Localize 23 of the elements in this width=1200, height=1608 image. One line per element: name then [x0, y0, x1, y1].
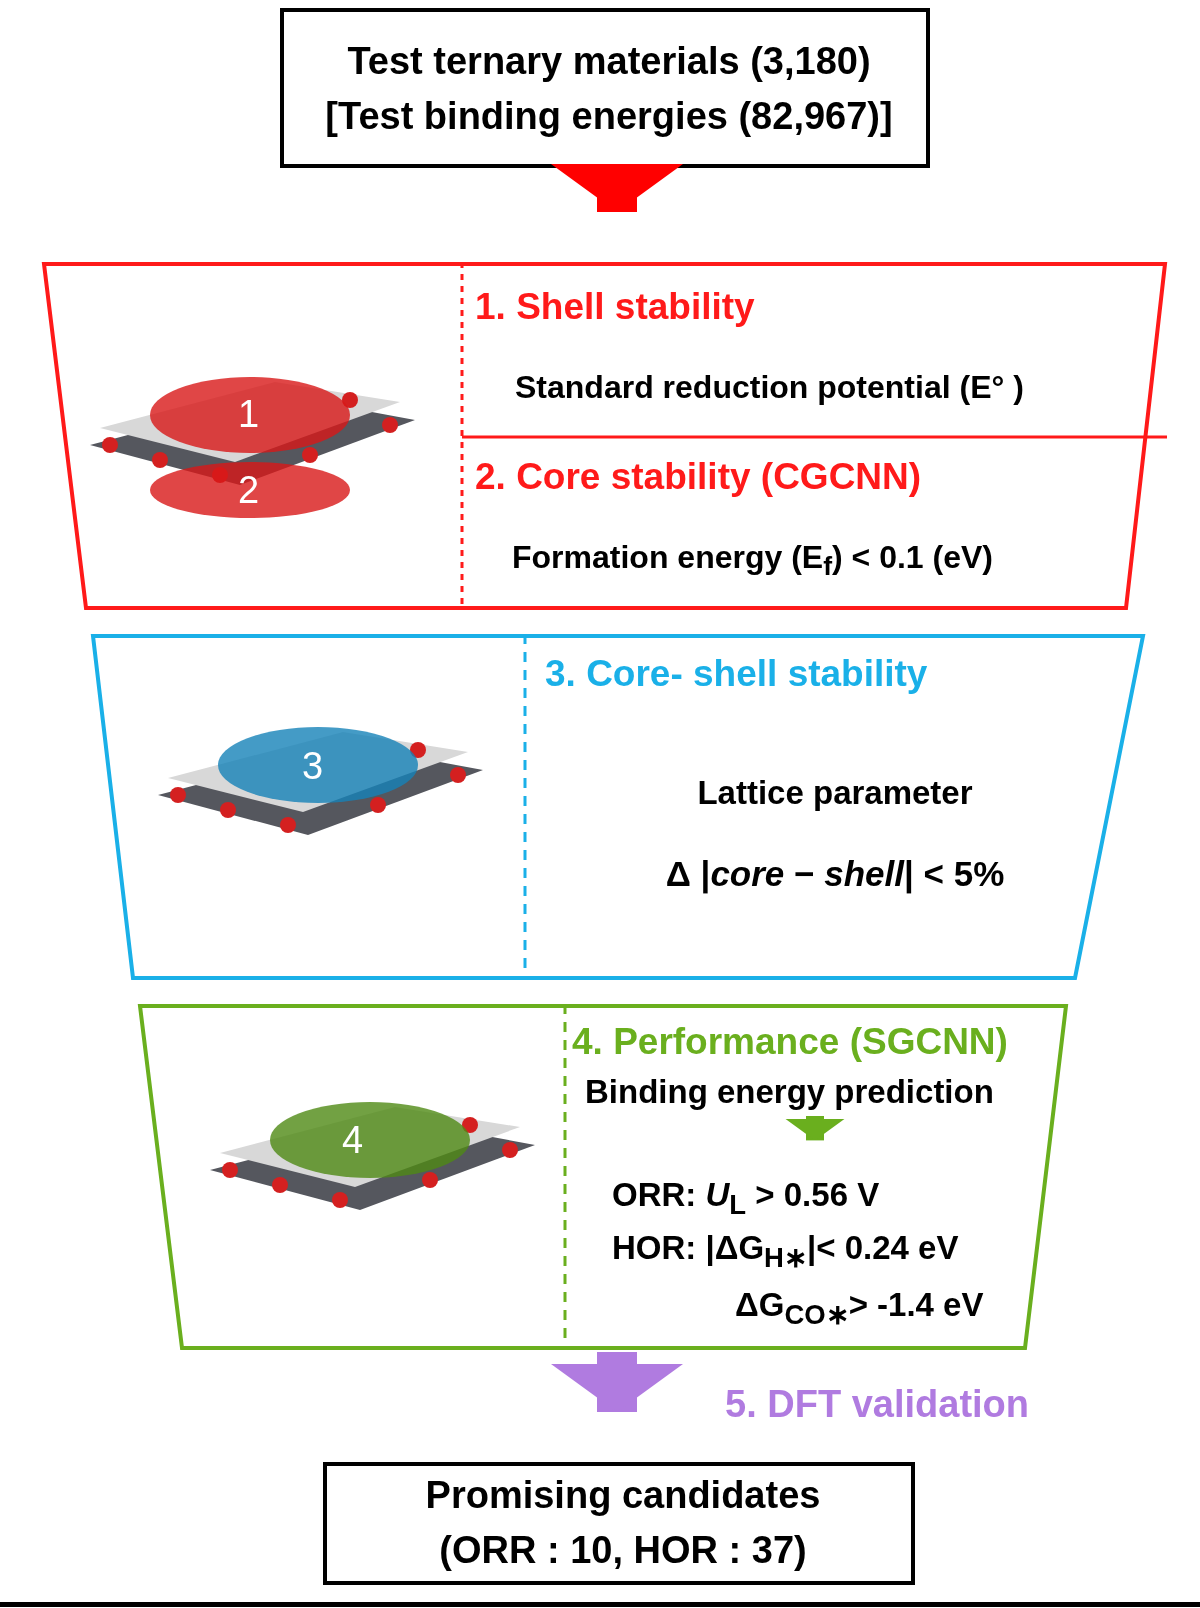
formula-text: Δ |core − shell| < 5%	[664, 853, 1006, 895]
callout-number: 2	[238, 468, 260, 513]
criterion-text: Formation energy (E$_{f}$) < 0.1 (eV)	[512, 538, 993, 583]
criterion-text: Standard reduction potential (E° )	[515, 368, 1024, 407]
formula-text: ORR: U$_{L}$ > 0.56 V	[612, 1175, 880, 1221]
output-box	[323, 1462, 915, 1585]
callout-number: 3	[302, 744, 324, 789]
callout-number: 1	[238, 392, 260, 437]
arrow	[551, 1352, 683, 1412]
input-box	[280, 8, 930, 168]
formula-text: ΔG$_{CO∗}$> -1.4 eV	[735, 1285, 984, 1331]
criterion-text: Binding energy prediction	[585, 1072, 994, 1112]
box-text: Promising candidates (ORR : 10, HOR : 37)	[424, 1473, 822, 1574]
arrow	[785, 1116, 845, 1141]
callout-number: 4	[342, 1118, 364, 1163]
stage-title: 3. Core- shell stability	[545, 652, 928, 696]
stage-title: 1. Shell stability	[475, 285, 755, 329]
arrow	[551, 164, 683, 212]
box-text: Test ternary materials (3,180) [Test binding energies (82,967)]	[324, 39, 894, 140]
criterion-text: Lattice parameter	[696, 773, 974, 813]
formula-text: HOR: |ΔG$_{H∗}$|< 0.24 eV	[612, 1228, 959, 1274]
stage-title: 2. Core stability (CGCNN)	[475, 455, 922, 499]
stage-title: 4. Performance (SGCNN)	[572, 1020, 1008, 1064]
